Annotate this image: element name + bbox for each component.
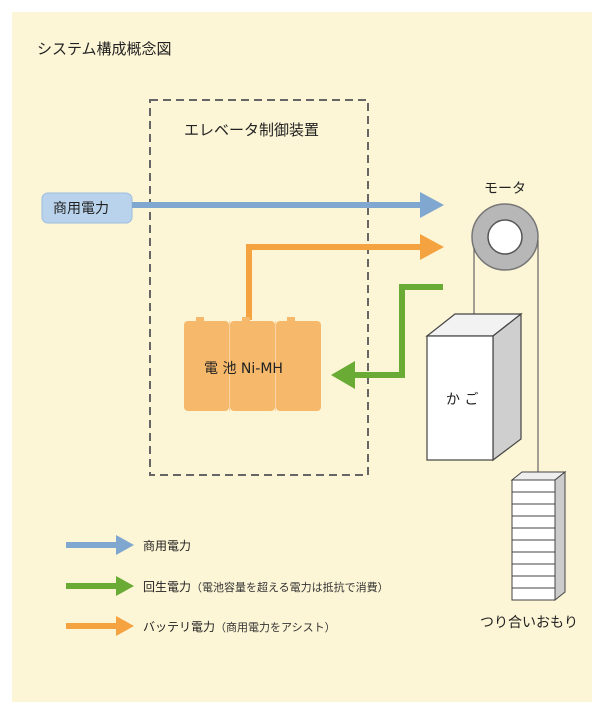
- car-label: か ご: [446, 392, 478, 408]
- legend-battery-arrowhead: [116, 616, 134, 636]
- control-unit-box: [149, 99, 369, 476]
- legend-battery-label: バッテリ電力（商用電力をアシスト）: [143, 620, 336, 634]
- page-title: システム構成概念図: [37, 40, 172, 58]
- motor-pulley-inner: [487, 219, 523, 255]
- motor-label: モータ: [484, 181, 526, 197]
- battery-pack: [184, 317, 321, 411]
- control-unit-label: エレベータ制御装置: [184, 121, 319, 139]
- legend-regenerative-label: 回生電力（電池容量を超える電力は抵抗で消費）: [143, 580, 389, 594]
- battery-cell-3: [276, 321, 321, 411]
- legend-regenerative-arrowhead: [116, 576, 134, 596]
- battery-cell-1: [184, 321, 229, 411]
- regenerative-power-line: [352, 284, 443, 378]
- commercial-power-arrowhead: [420, 192, 444, 218]
- legend: 商用電力 回生電力（電池容量を超える電力は抵抗で消費） バッテリ電力（商用電力を…: [66, 535, 389, 636]
- battery-power-line: [246, 244, 422, 320]
- regenerative-power-arrowhead: [331, 361, 355, 389]
- legend-commercial-arrowhead: [116, 535, 134, 555]
- legend-commercial-label: 商用電力: [143, 538, 191, 553]
- battery-power-arrowhead: [420, 234, 444, 260]
- counterweight-label: つり合いおもり: [480, 615, 578, 631]
- battery-label: 電 池 Ni-MH: [204, 361, 283, 377]
- counterweight: [510, 470, 567, 602]
- commercial-power-label: 商用電力: [53, 201, 109, 217]
- elevator-car: [425, 312, 523, 462]
- battery-cell-2: [230, 321, 275, 411]
